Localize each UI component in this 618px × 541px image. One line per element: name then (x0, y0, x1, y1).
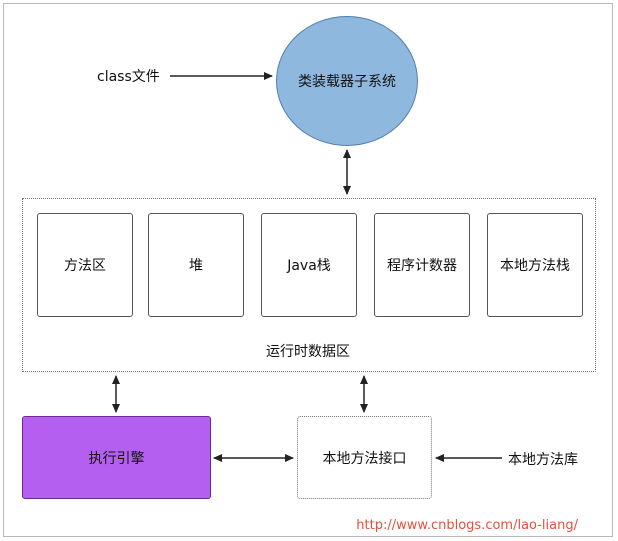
execution-engine-label: 执行引擎 (88, 450, 145, 467)
runtime-data-area (22, 198, 596, 372)
native-method-stack-box: 本地方法栈 (487, 213, 583, 317)
watermark-url: http://www.cnblogs.com/lao-liang/ (356, 518, 578, 533)
class-loader-label: 类装载器子系统 (298, 74, 396, 90)
native-method-stack-label: 本地方法栈 (500, 258, 570, 274)
diagram-frame (3, 3, 613, 537)
runtime-data-area-label: 运行时数据区 (266, 344, 350, 360)
heap-label: 堆 (189, 258, 203, 274)
native-interface-box: 本地方法接口 (297, 416, 432, 499)
native-library-label: 本地方法库 (508, 452, 578, 468)
class-file-label: class文件 (97, 69, 160, 85)
program-counter-label: 程序计数器 (387, 258, 457, 274)
class-loader-subsystem: 类装载器子系统 (276, 16, 418, 146)
java-stack-box: Java栈 (261, 213, 357, 317)
java-stack-label: Java栈 (287, 258, 331, 274)
native-interface-label: 本地方法接口 (322, 450, 407, 467)
execution-engine-box: 执行引擎 (22, 416, 211, 499)
method-area-label: 方法区 (64, 258, 106, 274)
heap-box: 堆 (148, 213, 244, 317)
program-counter-box: 程序计数器 (374, 213, 470, 317)
method-area-box: 方法区 (37, 213, 133, 317)
